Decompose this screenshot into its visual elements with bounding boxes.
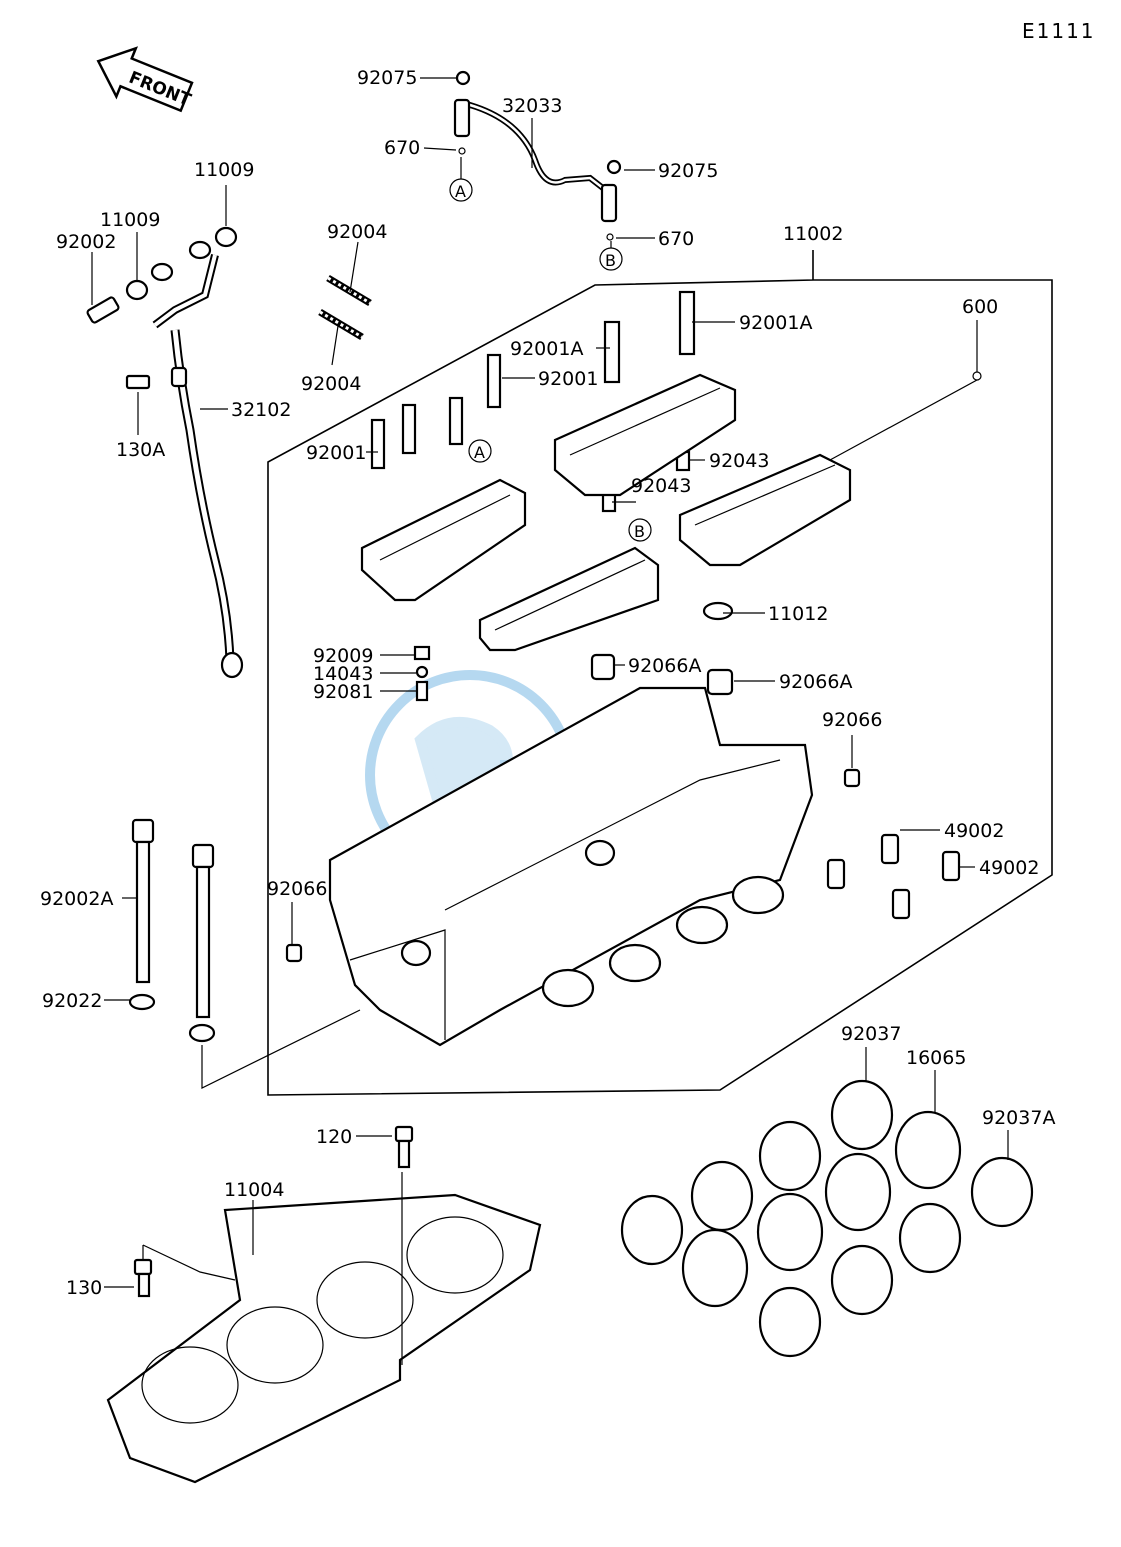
plug-92066-right	[843, 768, 861, 788]
callout-49002: 49002	[944, 820, 1004, 842]
plug-600	[972, 371, 982, 381]
callout-670: 670	[658, 228, 694, 250]
callout-92037A: 92037A	[982, 1107, 1055, 1129]
svg-text:B: B	[605, 251, 616, 270]
callout-11002: 11002	[783, 223, 843, 245]
washer-92022	[128, 993, 156, 1011]
intake-ports	[541, 875, 785, 1008]
callout-92001A: 92001A	[510, 338, 583, 360]
washer-11009-top	[214, 226, 238, 248]
bolt-head-long	[191, 843, 215, 1019]
camshaft-holder-right-upper	[553, 373, 737, 497]
bolt-120	[394, 1125, 414, 1169]
washer-head	[188, 1023, 216, 1043]
callout-92001: 92001	[306, 442, 366, 464]
bolt-92002A	[131, 818, 155, 984]
callout-92002A: 92002A	[40, 888, 113, 910]
bolt-130A	[125, 374, 151, 390]
circle-b-holder: B	[628, 518, 652, 542]
callout-92075: 92075	[658, 160, 718, 182]
svg-text:B: B	[634, 522, 645, 541]
callout-130: 130	[66, 1277, 102, 1299]
bolt-130	[133, 1258, 153, 1298]
callout-92004: 92004	[327, 221, 387, 243]
cylinder-head	[328, 686, 814, 1047]
callout-49002: 49002	[979, 857, 1039, 879]
camshaft-holder-right-lower	[678, 453, 852, 567]
bolt-92002	[86, 296, 120, 324]
stud-92004-top	[326, 274, 372, 307]
callout-130A: 130A	[116, 439, 165, 461]
callout-92066A: 92066A	[779, 671, 852, 693]
callout-92066A: 92066A	[628, 655, 701, 677]
diagram-code: E1111	[1022, 19, 1096, 43]
callout-11004: 11004	[224, 1179, 284, 1201]
plug-92066A-right	[706, 668, 734, 696]
head-gasket-11004	[106, 1193, 542, 1484]
callout-92043: 92043	[709, 450, 769, 472]
circle-b-marker: B	[599, 247, 623, 271]
callout-92043: 92043	[631, 475, 691, 497]
circle-a-marker: A	[449, 178, 473, 202]
washer-14043	[415, 665, 429, 679]
leader-lines	[91, 77, 1009, 1288]
callout-92075: 92075	[357, 67, 417, 89]
oil-pipe-32033	[453, 70, 622, 241]
callout-92001A: 92001A	[739, 312, 812, 334]
callout-92009: 92009	[313, 645, 373, 667]
plug-92066-left	[285, 943, 303, 963]
cap-11012	[702, 601, 734, 621]
callout-92001: 92001	[538, 368, 598, 390]
callouts: 92075 32033 670 92075 670 11002 600 1100…	[40, 67, 1055, 1299]
assembly-frame	[267, 250, 1053, 1096]
callout-14043: 14043	[313, 663, 373, 685]
washer-11009-left	[125, 279, 149, 301]
svg-text:A: A	[455, 182, 466, 201]
callout-11009: 11009	[194, 159, 254, 181]
callout-120: 120	[316, 1126, 352, 1148]
intake-clamps	[620, 1079, 1034, 1358]
svg-text:A: A	[474, 443, 485, 462]
camshaft-holder-left	[360, 478, 527, 602]
front-arrow-icon: FRONT	[96, 46, 194, 113]
callout-600: 600	[962, 296, 998, 318]
callout-32033: 32033	[502, 95, 562, 117]
bolts-92001	[370, 290, 696, 470]
callout-11012: 11012	[768, 603, 828, 625]
plug-92066A-mid	[590, 653, 616, 681]
circle-a-holder: A	[468, 439, 492, 463]
stud-92004-bottom	[318, 308, 364, 341]
callout-32102: 32102	[231, 399, 291, 421]
callout-92004: 92004	[301, 373, 361, 395]
camshaft-holder-b	[478, 546, 660, 652]
callout-11009: 11009	[100, 209, 160, 231]
callout-670: 670	[384, 137, 420, 159]
intake-holders-16065	[681, 1110, 962, 1308]
callout-16065: 16065	[906, 1047, 966, 1069]
callout-92022: 92022	[42, 990, 102, 1012]
callout-92037: 92037	[841, 1023, 901, 1045]
callout-92081: 92081	[313, 681, 373, 703]
sensor-49002-lower	[891, 850, 961, 920]
callout-92002: 92002	[56, 231, 116, 253]
nut-92009	[413, 645, 431, 661]
callout-92066: 92066	[267, 878, 327, 900]
callout-92066: 92066	[822, 709, 882, 731]
spring-92081	[415, 680, 429, 702]
sensor-49002-upper	[826, 833, 900, 890]
oil-pipe-32102	[150, 240, 244, 679]
